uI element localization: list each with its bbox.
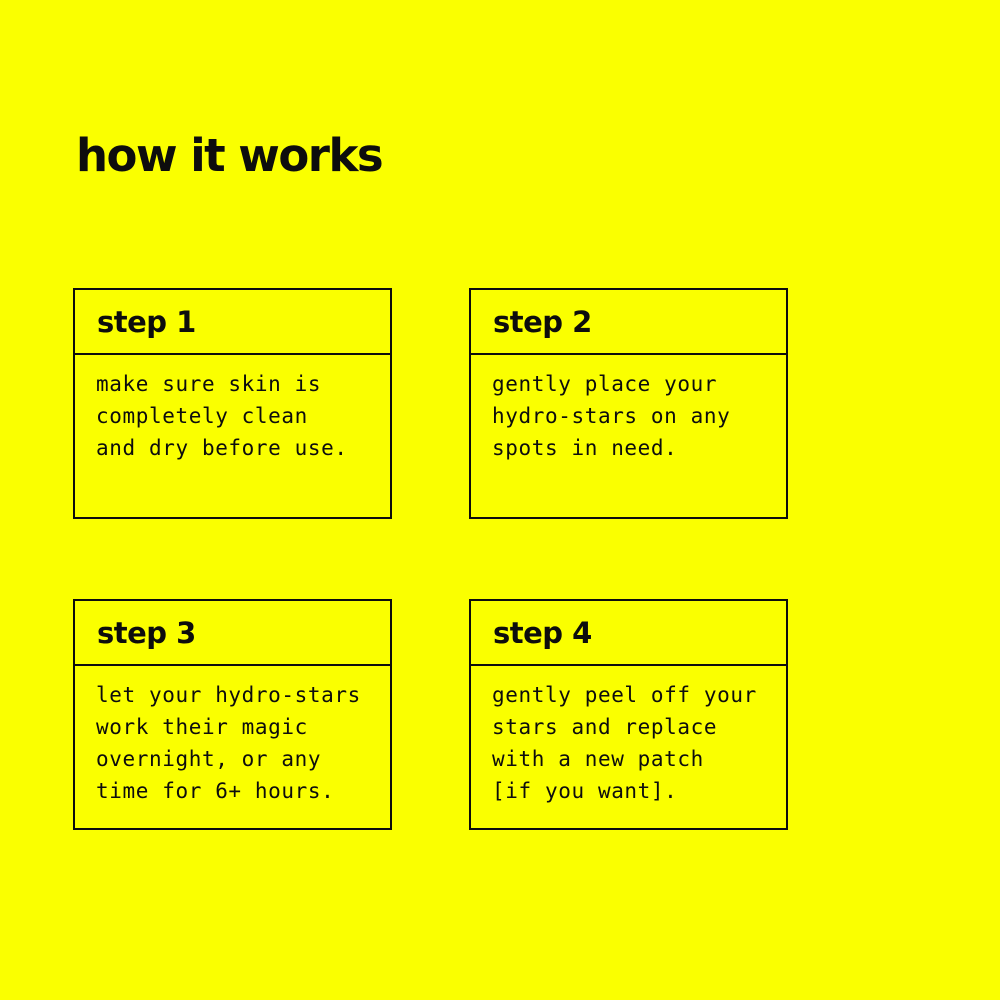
step-card-2: step 2 gently place your hydro-stars on … [469, 288, 788, 519]
step-card-3-body: let your hydro-stars work their magic ov… [75, 666, 390, 807]
step-card-4-body: gently peel off your stars and replace w… [471, 666, 786, 807]
step-card-2-body: gently place your hydro-stars on any spo… [471, 355, 786, 464]
page-title: how it works [76, 129, 384, 183]
step-card-2-header: step 2 [471, 290, 786, 355]
step-card-1: step 1 make sure skin is completely clea… [73, 288, 392, 519]
step-2-text: gently place your hydro-stars on any spo… [492, 372, 731, 460]
step-2-label: step 2 [493, 304, 592, 339]
step-card-1-body: make sure skin is completely clean and d… [75, 355, 390, 464]
step-4-label: step 4 [493, 615, 592, 650]
step-4-text: gently peel off your stars and replace w… [492, 683, 757, 803]
step-1-label: step 1 [97, 304, 196, 339]
step-card-1-header: step 1 [75, 290, 390, 355]
step-3-label: step 3 [97, 615, 196, 650]
step-card-4: step 4 gently peel off your stars and re… [469, 599, 788, 830]
step-3-text: let your hydro-stars work their magic ov… [96, 683, 361, 803]
step-card-3-header: step 3 [75, 601, 390, 666]
step-card-3: step 3 let your hydro-stars work their m… [73, 599, 392, 830]
step-1-text: make sure skin is completely clean and d… [96, 372, 348, 460]
step-card-4-header: step 4 [471, 601, 786, 666]
